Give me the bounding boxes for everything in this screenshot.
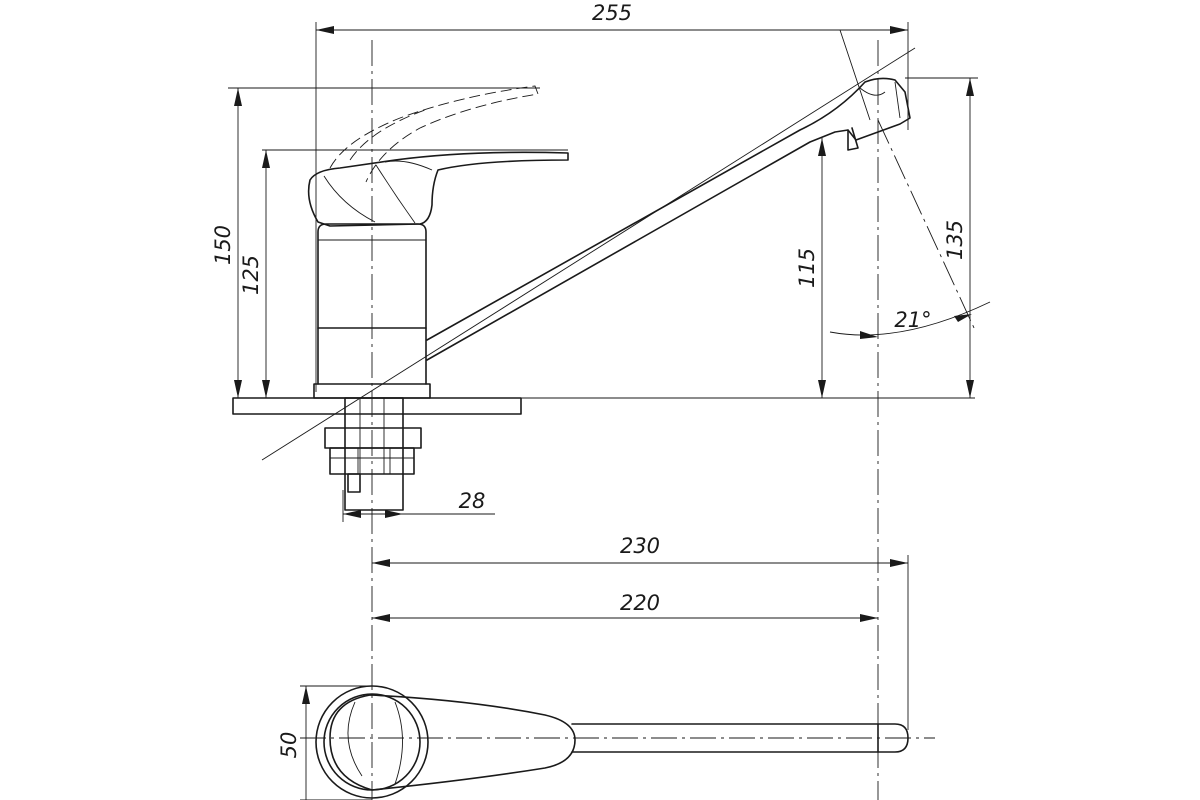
lever-handle-raised [329,85,539,183]
dim-125-label: 125 [239,255,263,295]
dim-50-label: 50 [277,732,301,759]
lever-handle [307,151,569,227]
dim-lever-height: 150 [211,87,540,398]
dim-135-label: 135 [943,220,967,260]
dim-spout-reach-outer: 230 [372,534,909,730]
dim-overall-length: 255 [315,1,909,392]
dim-spout-angle: 21° [829,301,991,339]
dim-255-label: 255 [592,1,632,25]
dim-28-label: 28 [459,489,486,513]
top-view: 230 220 50 [277,534,935,800]
dim-spout-tip-height: 135 [905,77,978,398]
lever-plan [329,694,576,791]
dim-230-label: 230 [620,534,660,558]
dim-body-height: 125 [239,149,568,398]
dim-base-diameter: 50 [277,685,372,800]
mounting-shank [324,397,422,511]
dim-spout-reach-inner: 220 [372,591,878,622]
dim-spout-height: 115 [795,138,826,398]
spout-tip-tangent [839,29,871,121]
dim-150-label: 150 [211,225,235,265]
dim-220-label: 220 [620,591,660,615]
mounting-plate [232,397,522,415]
spout-tilt-line [261,47,916,461]
side-view: 255 150 125 115 [211,1,991,800]
spout [426,77,911,361]
dim-shank-diameter: 28 [342,489,495,522]
dim-115-label: 115 [795,248,819,288]
dim-21-label: 21° [894,308,931,332]
